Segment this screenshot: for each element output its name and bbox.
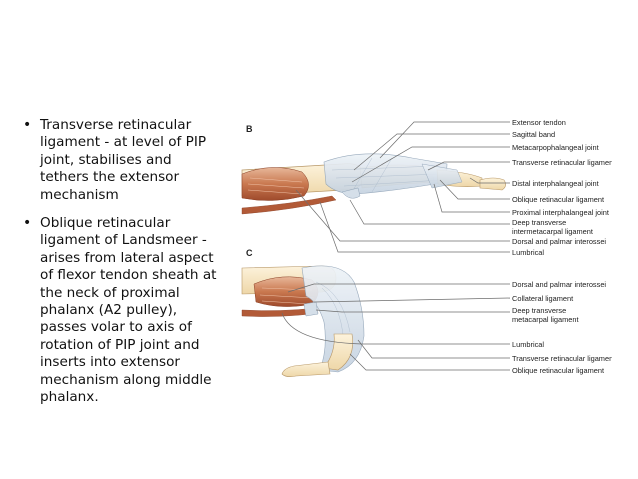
finger-anatomy-figure: B bbox=[232, 112, 612, 387]
panel-b-letter: B bbox=[246, 124, 253, 134]
leader-b-5 bbox=[469, 177, 510, 184]
leader-b-4 bbox=[427, 161, 510, 171]
panel-c-letter: C bbox=[246, 248, 253, 258]
bullet-item: • Transverse retinacular ligament - at l… bbox=[22, 117, 222, 204]
interossei-muscle-b bbox=[241, 167, 309, 201]
label-mcp-joint: Metacarpophalangeal joint bbox=[512, 143, 599, 152]
label-interossei-c: Dorsal and palmar interossei bbox=[512, 280, 606, 289]
leader-b-10 bbox=[319, 201, 510, 253]
label-oblique-retinacular-b: Oblique retinacular ligament bbox=[512, 195, 604, 204]
leader-c-5 bbox=[357, 339, 510, 359]
label-deep-transverse-c: Deep transverse bbox=[512, 306, 566, 315]
muscle-fibres-c bbox=[259, 287, 315, 305]
label-collateral-ligament: Collateral ligament bbox=[512, 294, 573, 303]
leader-c-3 bbox=[315, 309, 510, 313]
hood-fibres-b bbox=[331, 157, 443, 193]
label-sagittal-band: Sagittal band bbox=[512, 130, 555, 139]
leader-c-2 bbox=[313, 297, 511, 303]
label-deep-transverse-b: Deep transverse bbox=[512, 218, 566, 227]
leader-b-9 bbox=[295, 189, 510, 242]
label-dip-joint: Distal interphalangeal joint bbox=[512, 179, 599, 188]
label-extensor-tendon: Extensor tendon bbox=[512, 118, 566, 127]
leader-c-1 bbox=[287, 283, 510, 293]
label-interossei-b: Dorsal and palmar interossei bbox=[512, 237, 606, 246]
bullet-dot-icon: • bbox=[23, 215, 32, 232]
label-metacarpal-ligament: metacarpal ligament bbox=[512, 315, 579, 324]
sagittal-band-b bbox=[341, 187, 361, 199]
distal-phalanx-c bbox=[281, 361, 331, 377]
anatomy-illustration: B bbox=[241, 118, 612, 377]
collateral-ligament-c bbox=[303, 301, 319, 317]
extensor-hood-b bbox=[323, 153, 448, 195]
leader-c-6 bbox=[349, 353, 510, 371]
leader-c-4 bbox=[281, 312, 510, 345]
label-oblique-retinacular-c: Oblique retinacular ligament bbox=[512, 366, 604, 375]
bullet-dot-icon: • bbox=[23, 117, 32, 133]
label-lumbrical-c: Lumbrical bbox=[512, 340, 544, 349]
bullet-text: Transverse retinacular ligament - at lev… bbox=[40, 117, 207, 203]
bullet-item: • Oblique retinacular ligament of Landsm… bbox=[22, 215, 222, 406]
label-pip-joint: Proximal interphalangeal joint bbox=[512, 208, 609, 217]
label-lumbrical-b: Lumbrical bbox=[512, 248, 544, 257]
leader-b-2 bbox=[353, 133, 510, 171]
retinacular-ligament-b bbox=[421, 163, 463, 189]
distal-phalanx-b bbox=[479, 177, 506, 191]
label-transverse-retinacular-c: Transverse retinacular ligament bbox=[512, 354, 612, 363]
leader-b-6 bbox=[439, 179, 510, 200]
bullet-list: • Transverse retinacular ligament - at l… bbox=[22, 117, 222, 418]
lumbrical-muscle-b bbox=[241, 195, 337, 215]
muscle-fibres-b bbox=[247, 177, 305, 195]
leader-b-1 bbox=[379, 121, 510, 159]
leader-b-8 bbox=[349, 199, 510, 225]
leader-b-3 bbox=[351, 146, 510, 183]
label-intermetacarpal-b: intermetacarpal ligament bbox=[512, 227, 593, 236]
label-transverse-retinacular-b: Transverse retinacular ligament bbox=[512, 158, 612, 167]
leader-b-7 bbox=[433, 183, 510, 213]
bullet-text: Oblique retinacular ligament of Landsmee… bbox=[40, 215, 217, 406]
